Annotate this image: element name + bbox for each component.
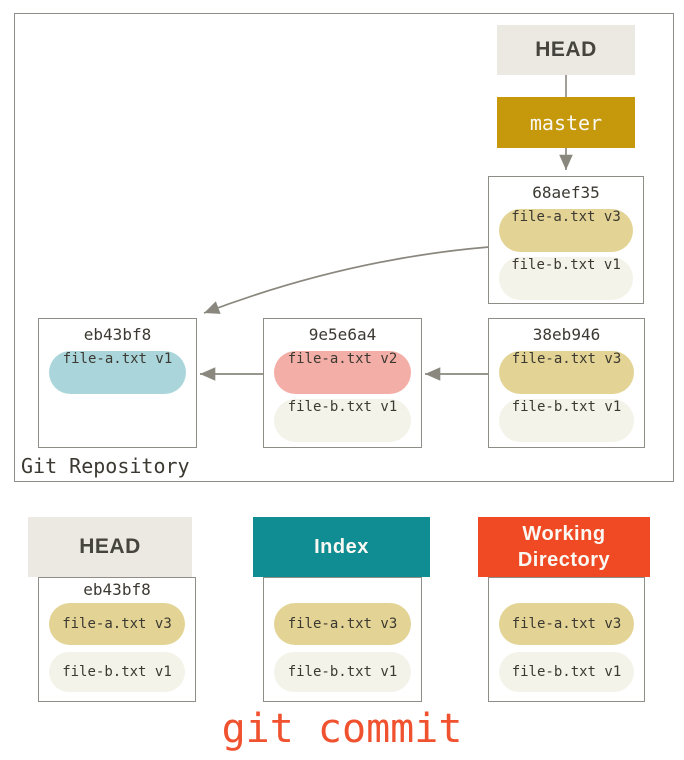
commit-hash: eb43bf8 xyxy=(83,325,152,344)
workdir-tree-header: Working Directory xyxy=(478,517,650,577)
file-b-pill: file-b.txt v1 xyxy=(49,652,185,692)
commit-box-9e5e6a4: 9e5e6a4 file-a.txt v2 file-b.txt v1 xyxy=(263,318,422,448)
git-repository-label: Git Repository xyxy=(21,454,190,478)
head-tree-header: HEAD xyxy=(28,517,192,577)
commit-box-68aef35: 68aef35 file-a.txt v3 file-b.txt v1 xyxy=(488,176,644,304)
git-repository-box xyxy=(14,13,674,482)
file-b-pill: file-b.txt v1 xyxy=(499,399,634,442)
workdir-tree-box: file-a.txt v3 file-b.txt v1 xyxy=(488,577,645,702)
head-ref-label: HEAD xyxy=(535,38,597,61)
index-tree-title: Index xyxy=(314,535,369,558)
file-b-pill: file-b.txt v1 xyxy=(499,652,634,692)
index-tree-hash-spacer xyxy=(264,580,421,600)
commit-hash: 38eb946 xyxy=(532,325,601,344)
master-branch-label: master xyxy=(529,110,603,135)
file-a-pill: file-a.txt v3 xyxy=(499,209,633,252)
commit-box-38eb946: 38eb946 file-a.txt v3 file-b.txt v1 xyxy=(488,318,645,448)
file-b-pill: file-b.txt v1 xyxy=(499,257,633,300)
head-tree-title: HEAD xyxy=(79,535,141,558)
index-tree-header: Index xyxy=(253,517,430,577)
file-a-pill: file-a.txt v1 xyxy=(49,351,186,394)
workdir-tree-hash-spacer xyxy=(489,580,644,600)
commit-hash: 9e5e6a4 xyxy=(308,325,377,344)
master-branch-box: master xyxy=(497,97,635,148)
file-a-pill: file-a.txt v3 xyxy=(49,603,185,645)
file-a-pill: file-a.txt v3 xyxy=(499,351,634,394)
git-commit-caption: git commit xyxy=(221,706,463,752)
file-a-pill: file-a.txt v3 xyxy=(274,603,411,645)
file-b-pill: file-b.txt v1 xyxy=(274,652,411,692)
file-b-pill: file-b.txt v1 xyxy=(274,399,411,442)
commit-hash: 68aef35 xyxy=(532,183,600,202)
head-ref-box: HEAD xyxy=(497,25,635,75)
file-a-pill: file-a.txt v3 xyxy=(499,603,634,645)
head-tree-hash: eb43bf8 xyxy=(83,580,151,599)
index-tree-box: file-a.txt v3 file-b.txt v1 xyxy=(263,577,422,702)
head-tree-box: eb43bf8 file-a.txt v3 file-b.txt v1 xyxy=(38,577,196,702)
commit-box-eb43bf8: eb43bf8 file-a.txt v1 xyxy=(38,318,197,448)
file-a-pill: file-a.txt v2 xyxy=(274,351,411,394)
workdir-tree-title: Working Directory xyxy=(517,523,611,571)
